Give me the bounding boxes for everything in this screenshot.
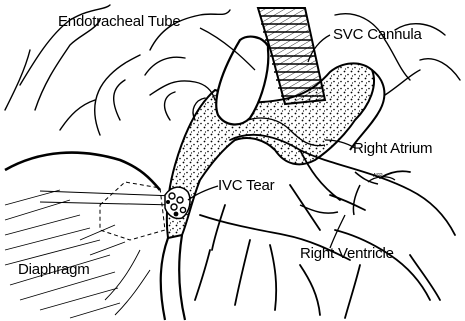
label-diaphragm: Diaphragm	[18, 262, 90, 277]
ivc-lower	[161, 238, 168, 320]
diaphragm-shading	[5, 190, 150, 318]
ventricle-lines	[300, 172, 378, 215]
heart-outline	[195, 135, 455, 318]
right-atrium-body	[167, 63, 374, 238]
retractor-outline	[100, 182, 165, 240]
label-svc-cannula: SVC Cannula	[333, 27, 422, 42]
ivc-tear-mark	[165, 187, 190, 218]
label-ivc-tear: IVC Tear	[218, 178, 274, 193]
label-right-ventricle: Right Ventricle	[300, 246, 394, 261]
label-endotracheal-tube: Endotracheal Tube	[58, 14, 181, 29]
label-artery-tag: ASP	[373, 174, 382, 179]
label-right-atrium: Right Atrium	[353, 141, 432, 156]
ivc-lower-wall	[179, 235, 185, 320]
